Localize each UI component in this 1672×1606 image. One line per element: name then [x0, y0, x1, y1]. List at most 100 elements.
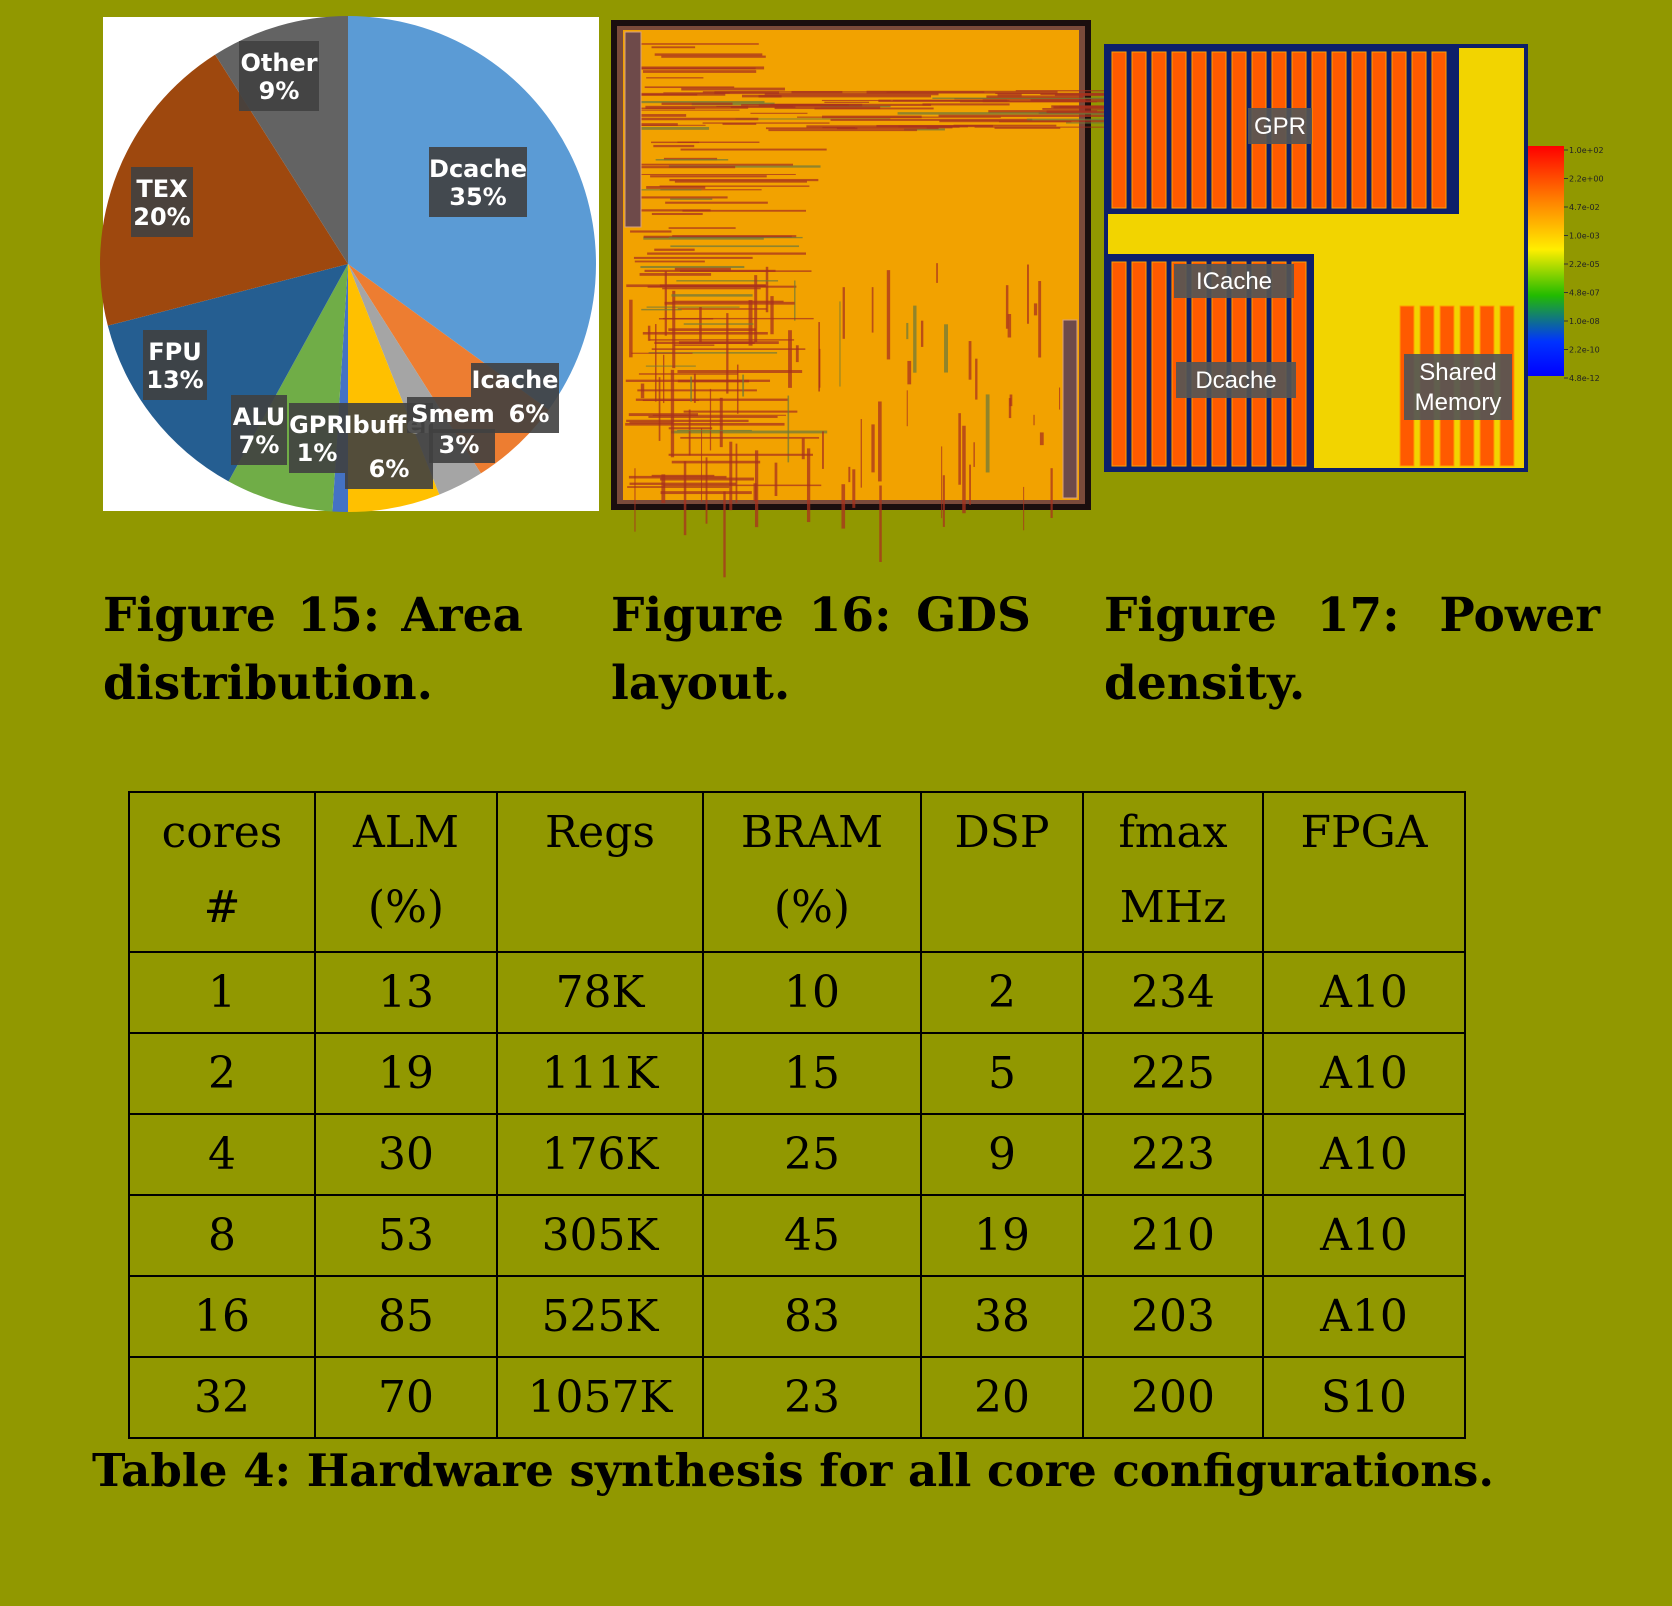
table-cell: 45 [702, 1194, 922, 1277]
colorbar-tick-label: 2.2e-05 [1569, 260, 1600, 269]
pie-label-text: 13% [146, 366, 203, 394]
table-cell: 15 [702, 1032, 922, 1115]
header-line: DSP [954, 807, 1050, 858]
table-cell: A10 [1262, 1275, 1466, 1358]
table-header-cell: ALM (%) [314, 791, 498, 953]
header-line: Regs [545, 807, 655, 858]
table-cell: A10 [1262, 951, 1466, 1034]
table-cell: 2 [920, 951, 1084, 1034]
gds-io-pad-left [624, 31, 642, 228]
table-header-cell: FPGA [1262, 791, 1466, 953]
pie-label-text: Icache [472, 366, 559, 394]
header-line: # [203, 882, 241, 933]
table-cell: 16 [128, 1275, 316, 1358]
table-cell: 19 [314, 1032, 498, 1115]
colorbar-tick-label: 1.0e-08 [1569, 317, 1600, 326]
table-cell: 111K [496, 1032, 704, 1115]
table-cell: 305K [496, 1194, 704, 1277]
pie-label-text: ALU [233, 403, 286, 431]
colorbar-tick-label: 4.8e-07 [1569, 289, 1600, 298]
table-cell: A10 [1262, 1194, 1466, 1277]
figure-15-caption: Figure 15: Area distribution. [103, 588, 523, 711]
colorbar-gradient [1528, 146, 1564, 376]
header-line: (%) [367, 882, 445, 933]
table-cell: A10 [1262, 1113, 1466, 1196]
table-cell: 2 [128, 1032, 316, 1115]
header-line: cores [161, 807, 283, 858]
svg-text:GPR: GPR [1254, 113, 1306, 140]
power-density-map: GPR ICache Dcache Shared Memory [1104, 44, 1528, 472]
pie-slice-fpu [107, 264, 348, 482]
header-line: fmax [1118, 807, 1228, 858]
pie-label-text: GPR [289, 411, 345, 439]
colorbar-ticks: 1.0e+022.2e+004.7e-021.0e-032.2e-054.8e-… [1564, 146, 1604, 383]
gpr-label: GPR [1248, 108, 1312, 144]
pie-label-text: TEX [136, 175, 188, 203]
table-cell: 32 [128, 1356, 316, 1439]
table-cell: 53 [314, 1194, 498, 1277]
header-line: FPGA [1300, 807, 1428, 858]
header-line: MHz [1119, 882, 1227, 933]
figure-16-caption: Figure 16: GDS layout. [611, 588, 1031, 711]
header-line [922, 868, 1082, 943]
header-line: (%) [773, 882, 851, 933]
table-cell: 83 [702, 1275, 922, 1358]
colorbar-tick-label: 1.0e+02 [1569, 146, 1604, 155]
table-cell: 210 [1082, 1194, 1264, 1277]
svg-text:Shared: Shared [1419, 359, 1496, 386]
header-line: ALM [352, 807, 460, 858]
colorbar-tick-label: 4.8e-12 [1569, 374, 1600, 383]
table-cell: 9 [920, 1113, 1084, 1196]
pie-label-text: 1% [297, 439, 338, 467]
table-cell: 38 [920, 1275, 1084, 1358]
colorbar-tick-label: 2.2e-10 [1569, 346, 1600, 355]
table-cell: 19 [920, 1194, 1084, 1277]
table-cell: 223 [1082, 1113, 1264, 1196]
gds-routing-stripes [625, 43, 1261, 578]
shared-memory-label: Shared Memory [1404, 354, 1512, 420]
svg-text:Dcache: Dcache [1195, 367, 1276, 394]
table-cell: 525K [496, 1275, 704, 1358]
pie-label-text: Dcache [429, 155, 527, 183]
pie-label-text: 3% [439, 431, 480, 459]
table-cell: 13 [314, 951, 498, 1034]
svg-text:Memory: Memory [1415, 389, 1502, 416]
area-distribution-pie-chart: Other9%Dcache35%TEX20%FPU13%ALU7%GPR1%Ib… [100, 16, 599, 512]
table-cell: 200 [1082, 1356, 1264, 1439]
pie-slice-tex [100, 54, 349, 326]
pie-label-text: 9% [259, 77, 300, 105]
table-cell: 1057K [496, 1356, 704, 1439]
colorbar-tick-label: 4.7e-02 [1569, 203, 1600, 212]
table-cell: 85 [314, 1275, 498, 1358]
header-line: BRAM [740, 807, 884, 858]
table-header-cell: BRAM (%) [702, 791, 922, 953]
table-cell: 1 [128, 951, 316, 1034]
table-cell: 176K [496, 1113, 704, 1196]
figure-17-caption: Figure 17: Power density. [1104, 588, 1600, 711]
pie-label-text: Smem [411, 400, 495, 428]
table-cell: 20 [920, 1356, 1084, 1439]
table-cell: 8 [128, 1194, 316, 1277]
table-cell: 203 [1082, 1275, 1264, 1358]
gds-io-pad-right [1062, 319, 1078, 499]
table-header-cell: Regs [496, 791, 704, 953]
table-cell: 4 [128, 1113, 316, 1196]
header-line [498, 868, 702, 943]
table-header-cell: DSP [920, 791, 1084, 953]
table-cell: 78K [496, 951, 704, 1034]
table-cell: 5 [920, 1032, 1084, 1115]
